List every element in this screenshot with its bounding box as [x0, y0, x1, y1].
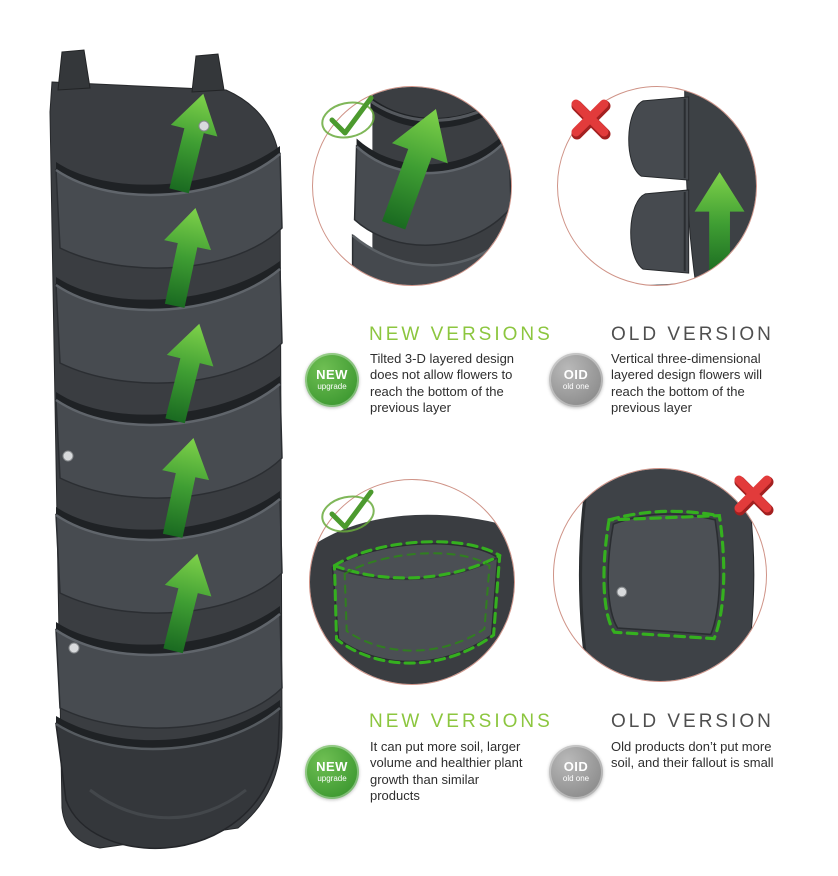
old-version-heading: OLD VERSION [611, 324, 774, 345]
small-pocket-closeup [578, 469, 755, 681]
badge-title: OID [563, 366, 589, 382]
badge-subtitle: upgrade [317, 773, 347, 783]
badge-title: NEW [316, 758, 348, 774]
new-upgrade-badge: NEW upgrade [305, 353, 359, 407]
new-versions-heading: NEW VERSIONS [369, 324, 553, 345]
new-design-photo-bottom [309, 479, 515, 685]
new-versions-heading: NEW VERSIONS [369, 711, 553, 732]
check-icon [318, 92, 378, 144]
new-description: Tilted 3-D layered design does not allow… [370, 351, 515, 415]
old-description: Vertical three-dimensional layered desig… [611, 351, 763, 415]
planter-bottom-pocket [55, 700, 281, 850]
large-pocket-closeup [310, 514, 514, 684]
new-design-photo-top [312, 86, 512, 286]
capacity-outline [602, 509, 726, 641]
badge-subtitle: upgrade [317, 381, 347, 391]
snap-grommet-icon [62, 120, 210, 654]
badge-subtitle: old one [562, 773, 590, 783]
badge-title: OID [563, 758, 589, 774]
old-version-heading: OLD VERSION [611, 711, 774, 732]
x-icon [729, 470, 777, 518]
old-design-photo-bottom [553, 468, 767, 682]
hang-tab-left-icon [57, 49, 91, 91]
arrow-up-icon [381, 109, 448, 230]
old-one-badge: OID old one [549, 353, 603, 407]
badge-subtitle: old one [562, 381, 590, 391]
capacity-outline [332, 540, 502, 665]
vertical-pockets-closeup [628, 87, 756, 285]
badge-title: NEW [316, 366, 348, 382]
old-one-badge: OID old one [549, 745, 603, 799]
hang-tab-right-icon [191, 53, 225, 93]
x-icon [566, 94, 614, 142]
new-upgrade-badge: NEW upgrade [305, 745, 359, 799]
check-icon [318, 486, 378, 538]
arrow-up-icon [694, 172, 745, 277]
new-description: It can put more soil, larger volume and … [370, 739, 523, 803]
old-description: Old products don’t put more soil, and th… [611, 739, 774, 771]
snap-grommet-icon [616, 586, 628, 598]
vertical-planter-photo [49, 49, 284, 850]
tilted-pockets-closeup [351, 87, 511, 285]
old-design-photo-top [557, 86, 757, 286]
